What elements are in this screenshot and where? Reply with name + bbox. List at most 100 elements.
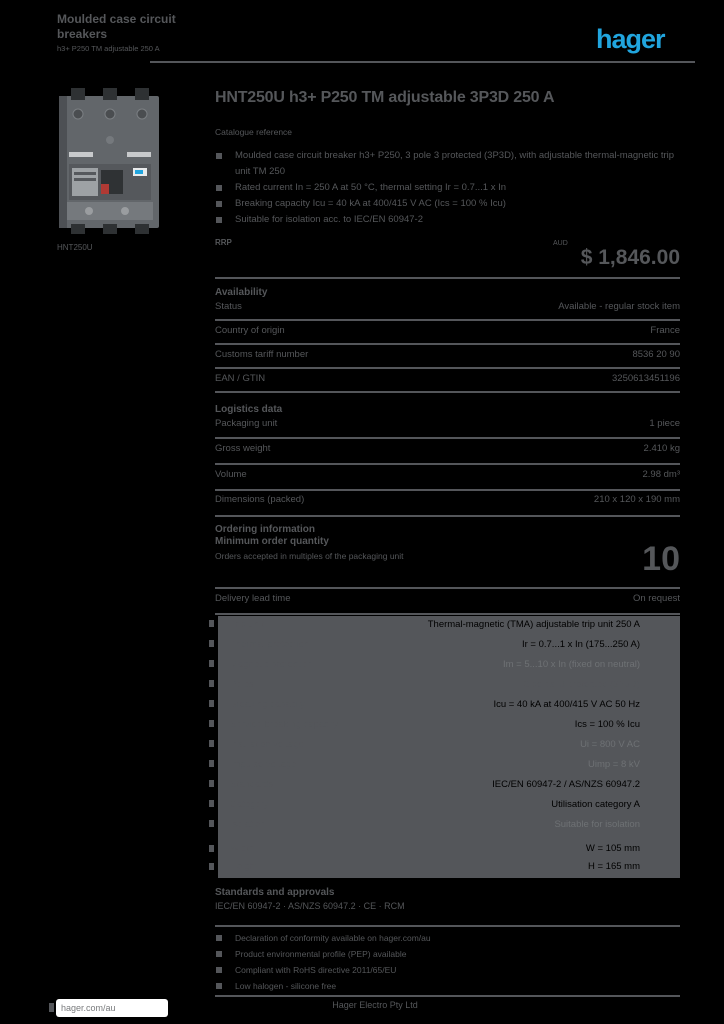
divider: [215, 463, 680, 465]
row-label: Height: [230, 861, 258, 872]
row-label: Breaking capacity: [230, 699, 305, 710]
row-label: Dimensions (packed): [215, 494, 305, 505]
footer-website-link[interactable]: hager.com/au: [56, 999, 168, 1017]
row-value: Icu = 40 kA at 400/415 V AC 50 Hz: [493, 699, 640, 710]
row-value: IEC/EN 60947-2 / AS/NZS 60947.2: [492, 779, 640, 790]
table-row: Magnetic protection Im = 5...10 x In (fi…: [230, 659, 640, 673]
table-row: Width W = 105 mm: [230, 843, 640, 857]
row-value: France: [650, 325, 680, 336]
divider: [215, 587, 680, 589]
row-marker: [209, 640, 214, 647]
table-row: Gross weight 2.410 kg: [215, 443, 680, 454]
table-row: Customs tariff number 8536 20 90: [215, 349, 680, 360]
row-label: Thermal protection: [230, 639, 310, 650]
table-row: Category Utilisation category A: [230, 799, 640, 813]
table-row: Standards IEC/EN 60947-2 / AS/NZS 60947.…: [230, 779, 640, 793]
divider: [215, 613, 680, 615]
table-row: EAN / GTIN 3250613451196: [215, 373, 680, 384]
divider: [215, 343, 680, 345]
description-item: Breaking capacity Icu = 40 kA at 400/415…: [216, 196, 687, 212]
row-value: 8536 20 90: [632, 349, 680, 360]
row-value: Utilisation category A: [551, 799, 640, 810]
ordering-note: Orders accepted in multiples of the pack…: [215, 551, 404, 561]
footer-marker: [49, 1003, 54, 1012]
description-item: Suitable for isolation acc. to IEC/EN 60…: [216, 212, 687, 228]
table-row: Height H = 165 mm: [230, 861, 640, 875]
table-row: Service breaking capacity Ics = 100 % Ic…: [230, 719, 640, 733]
row-marker: [209, 620, 214, 627]
divider: [215, 437, 680, 439]
section-heading-availability: Availability: [215, 287, 268, 298]
row-marker: [209, 720, 214, 727]
divider: [215, 489, 680, 491]
table-row: Trip unit Thermal-magnetic (TMA) adjusta…: [230, 619, 640, 633]
row-label: EAN / GTIN: [215, 373, 266, 384]
table-row: Impulse voltage Uimp = 8 kV: [230, 759, 640, 773]
price-label: RRP: [215, 238, 232, 247]
row-value: Available - regular stock item: [558, 301, 680, 312]
row-value: 2.410 kg: [643, 443, 680, 454]
divider: [215, 367, 680, 369]
table-row: Insulation voltage Ui = 800 V AC: [230, 739, 640, 753]
row-value: 3 poles, 3 protected (3P3D): [523, 679, 640, 690]
divider: [215, 995, 680, 997]
hager-logo: hager: [596, 24, 666, 54]
row-value: 3250613451196: [612, 373, 680, 384]
divider: [215, 515, 680, 517]
row-label: Impulse voltage: [230, 759, 297, 770]
row-value: Thermal-magnetic (TMA) adjustable trip u…: [427, 619, 640, 630]
row-marker: [209, 660, 214, 667]
row-label: Isolation: [230, 819, 266, 830]
table-row: Volume 2.98 dm³: [215, 469, 680, 480]
standards-line: IEC/EN 60947-2 · AS/NZS 60947.2 · CE · R…: [215, 901, 405, 911]
row-marker: [209, 680, 214, 687]
section-heading-ordering: Ordering information: [215, 524, 315, 535]
row-marker: [209, 863, 214, 870]
row-label: Gross weight: [215, 443, 271, 454]
table-row: Country of origin France: [215, 325, 680, 336]
row-value: 1 piece: [649, 418, 680, 429]
section-heading-logistics: Logistics data: [215, 404, 283, 415]
row-label: Customs tariff number: [215, 349, 309, 360]
table-row: Poles 3 poles, 3 protected (3P3D): [230, 679, 640, 693]
standards-item: Declaration of conformity available on h…: [216, 930, 680, 946]
row-value: Ui = 800 V AC: [580, 739, 640, 750]
section-subheading-ordering: Minimum order quantity: [215, 536, 329, 547]
standards-item: Low halogen - silicone free: [216, 978, 680, 994]
row-marker: [209, 820, 214, 827]
row-label: Standards: [230, 779, 274, 790]
row-value: 2.98 dm³: [642, 469, 681, 480]
row-value: W = 105 mm: [585, 843, 640, 854]
row-value: Suitable for isolation: [554, 819, 640, 830]
row-value: On request: [633, 593, 680, 604]
price-value: $ 1,846.00: [580, 246, 680, 269]
table-row: Breaking capacity Icu = 40 kA at 400/415…: [230, 699, 640, 713]
row-label: Volume: [215, 469, 247, 480]
standards-list: Declaration of conformity available on h…: [216, 930, 680, 994]
minimum-order-quantity-value: 10: [642, 540, 680, 578]
footer-company: Hager Electro Pty Ltd: [332, 1000, 418, 1010]
price-currency: AUD: [553, 240, 568, 247]
divider: [215, 391, 680, 393]
divider: [215, 925, 680, 927]
row-marker: [209, 780, 214, 787]
row-label: Trip unit: [230, 619, 264, 630]
row-value: 210 x 120 x 190 mm: [593, 494, 680, 505]
page-title: HNT250U h3+ P250 TM adjustable 3P3D 250 …: [215, 89, 555, 106]
row-label: Magnetic protection: [230, 659, 313, 670]
standards-item: Compliant with RoHS directive 2011/65/EU: [216, 962, 680, 978]
row-marker: [209, 700, 214, 707]
divider: [215, 277, 680, 279]
row-value: Uimp = 8 kV: [587, 759, 640, 770]
header-category-block: Moulded case circuit breakers h3+ P250 T…: [57, 12, 227, 53]
row-marker: [209, 760, 214, 767]
section-heading-standards: Standards and approvals: [215, 887, 335, 898]
row-value: Ics = 100 % Icu: [574, 719, 640, 730]
row-label: Packaging unit: [215, 418, 278, 429]
row-value: H = 165 mm: [587, 861, 640, 872]
row-marker: [209, 845, 214, 852]
description-item: Rated current In = 250 A at 50 °C, therm…: [216, 180, 687, 196]
table-row: Thermal protection Ir = 0.7...1 x In (17…: [230, 639, 640, 653]
row-marker: [209, 740, 214, 747]
